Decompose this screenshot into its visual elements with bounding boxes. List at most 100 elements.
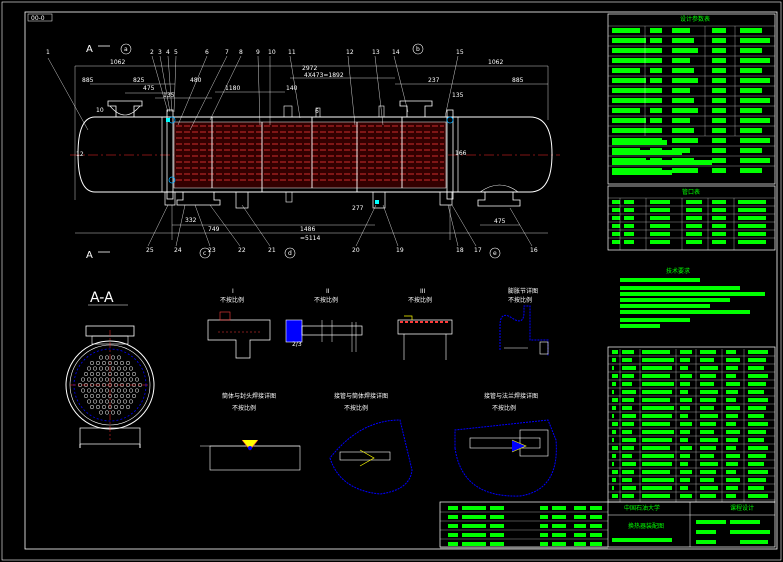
table-cell	[552, 542, 566, 546]
table-cell	[672, 68, 694, 73]
table-cell	[612, 374, 618, 378]
tube-hole	[125, 371, 131, 377]
table-cell	[680, 462, 688, 466]
part-number: 20	[352, 247, 360, 254]
table-cell	[612, 350, 618, 354]
table-cell	[552, 533, 566, 537]
table-cell	[552, 515, 566, 519]
table-cell	[462, 542, 486, 546]
table-cell	[748, 390, 764, 394]
table-cell	[726, 390, 738, 394]
table-cell	[612, 478, 616, 482]
table-cell	[612, 58, 658, 63]
nozzle-callout-c: c	[203, 250, 206, 257]
part-number: 8	[239, 49, 243, 56]
table-cell	[624, 240, 634, 244]
table-cell	[730, 530, 770, 534]
design-data-title: 设计参数表	[680, 15, 710, 23]
table-cell	[622, 462, 636, 466]
tube-hole	[98, 388, 104, 393]
table-cell	[590, 542, 602, 546]
dim-5114: =5114	[300, 235, 320, 242]
table-cell	[650, 98, 662, 103]
table-cell	[696, 520, 726, 524]
table-cell	[672, 98, 694, 103]
table-cell	[612, 88, 652, 93]
tube-hole	[116, 366, 122, 371]
table-cell	[642, 454, 674, 458]
tube-hole	[110, 366, 116, 371]
table-cell	[612, 406, 616, 410]
table-cell	[612, 446, 618, 450]
table-cell	[730, 520, 760, 524]
table-cell	[650, 108, 662, 113]
table-cell	[650, 88, 662, 93]
table-cell	[624, 208, 634, 212]
table-cell	[686, 208, 702, 212]
tech-requirements-title: 技术要求	[666, 267, 690, 275]
tube-hole	[92, 399, 98, 404]
table-cell	[650, 28, 662, 33]
part-number: 24	[174, 247, 182, 254]
dim-1062-left: 1062	[110, 59, 125, 66]
table-cell	[622, 358, 632, 362]
tube-hole	[104, 410, 110, 415]
table-cell	[748, 438, 764, 442]
table-cell	[700, 358, 714, 362]
table-cell	[612, 422, 618, 426]
table-cell	[624, 232, 634, 236]
nozzle-table-title: 管口表	[682, 188, 700, 196]
table-cell	[462, 506, 486, 510]
table-cell	[726, 382, 740, 386]
table-cell	[726, 406, 740, 410]
table-cell	[712, 158, 726, 163]
table-cell	[622, 486, 636, 490]
table-cell	[612, 150, 682, 155]
table-cell	[700, 398, 716, 402]
tube-hole	[89, 371, 95, 377]
table-cell	[622, 382, 632, 386]
table-cell	[612, 454, 616, 458]
tube-hole	[113, 360, 119, 366]
table-cell	[462, 524, 486, 528]
table-cell	[740, 138, 770, 143]
tube-hole	[86, 388, 92, 393]
table-cell	[726, 486, 738, 490]
text-line	[620, 278, 700, 282]
table-cell	[712, 28, 726, 33]
table-cell	[650, 224, 670, 228]
table-cell	[612, 398, 618, 402]
table-cell	[612, 390, 614, 394]
table-cell	[726, 454, 740, 458]
table-cell	[574, 506, 586, 510]
table-cell	[748, 430, 766, 434]
text-line	[620, 298, 730, 302]
part-number: 21	[268, 247, 276, 254]
tube-hole	[116, 377, 122, 382]
dim-825: 825	[133, 77, 145, 84]
table-cell	[680, 414, 688, 418]
part-number: 9	[256, 49, 260, 56]
table-cell	[672, 118, 690, 123]
tube-hole	[86, 366, 92, 371]
tube-hole	[122, 388, 128, 393]
table-cell	[612, 438, 614, 442]
table-cell	[686, 232, 702, 236]
detail-1-scale: 不按比例	[220, 296, 244, 304]
weld-2-title: 接管与筒体焊接详图	[334, 392, 388, 400]
table-cell	[700, 454, 714, 458]
table-cell	[748, 414, 764, 418]
detail-2-scale: 不按比例	[314, 296, 338, 304]
text-line	[620, 286, 740, 290]
table-cell	[700, 406, 714, 410]
table-cell	[700, 438, 718, 442]
part-number: 1	[46, 49, 50, 56]
tube-hole	[128, 399, 134, 404]
detail-4-scale: 不按比例	[508, 296, 532, 304]
tube-hole	[86, 399, 92, 404]
table-cell	[574, 524, 586, 528]
table-cell	[680, 358, 690, 362]
tube-hole	[131, 371, 137, 377]
part-number: 14	[392, 49, 400, 56]
